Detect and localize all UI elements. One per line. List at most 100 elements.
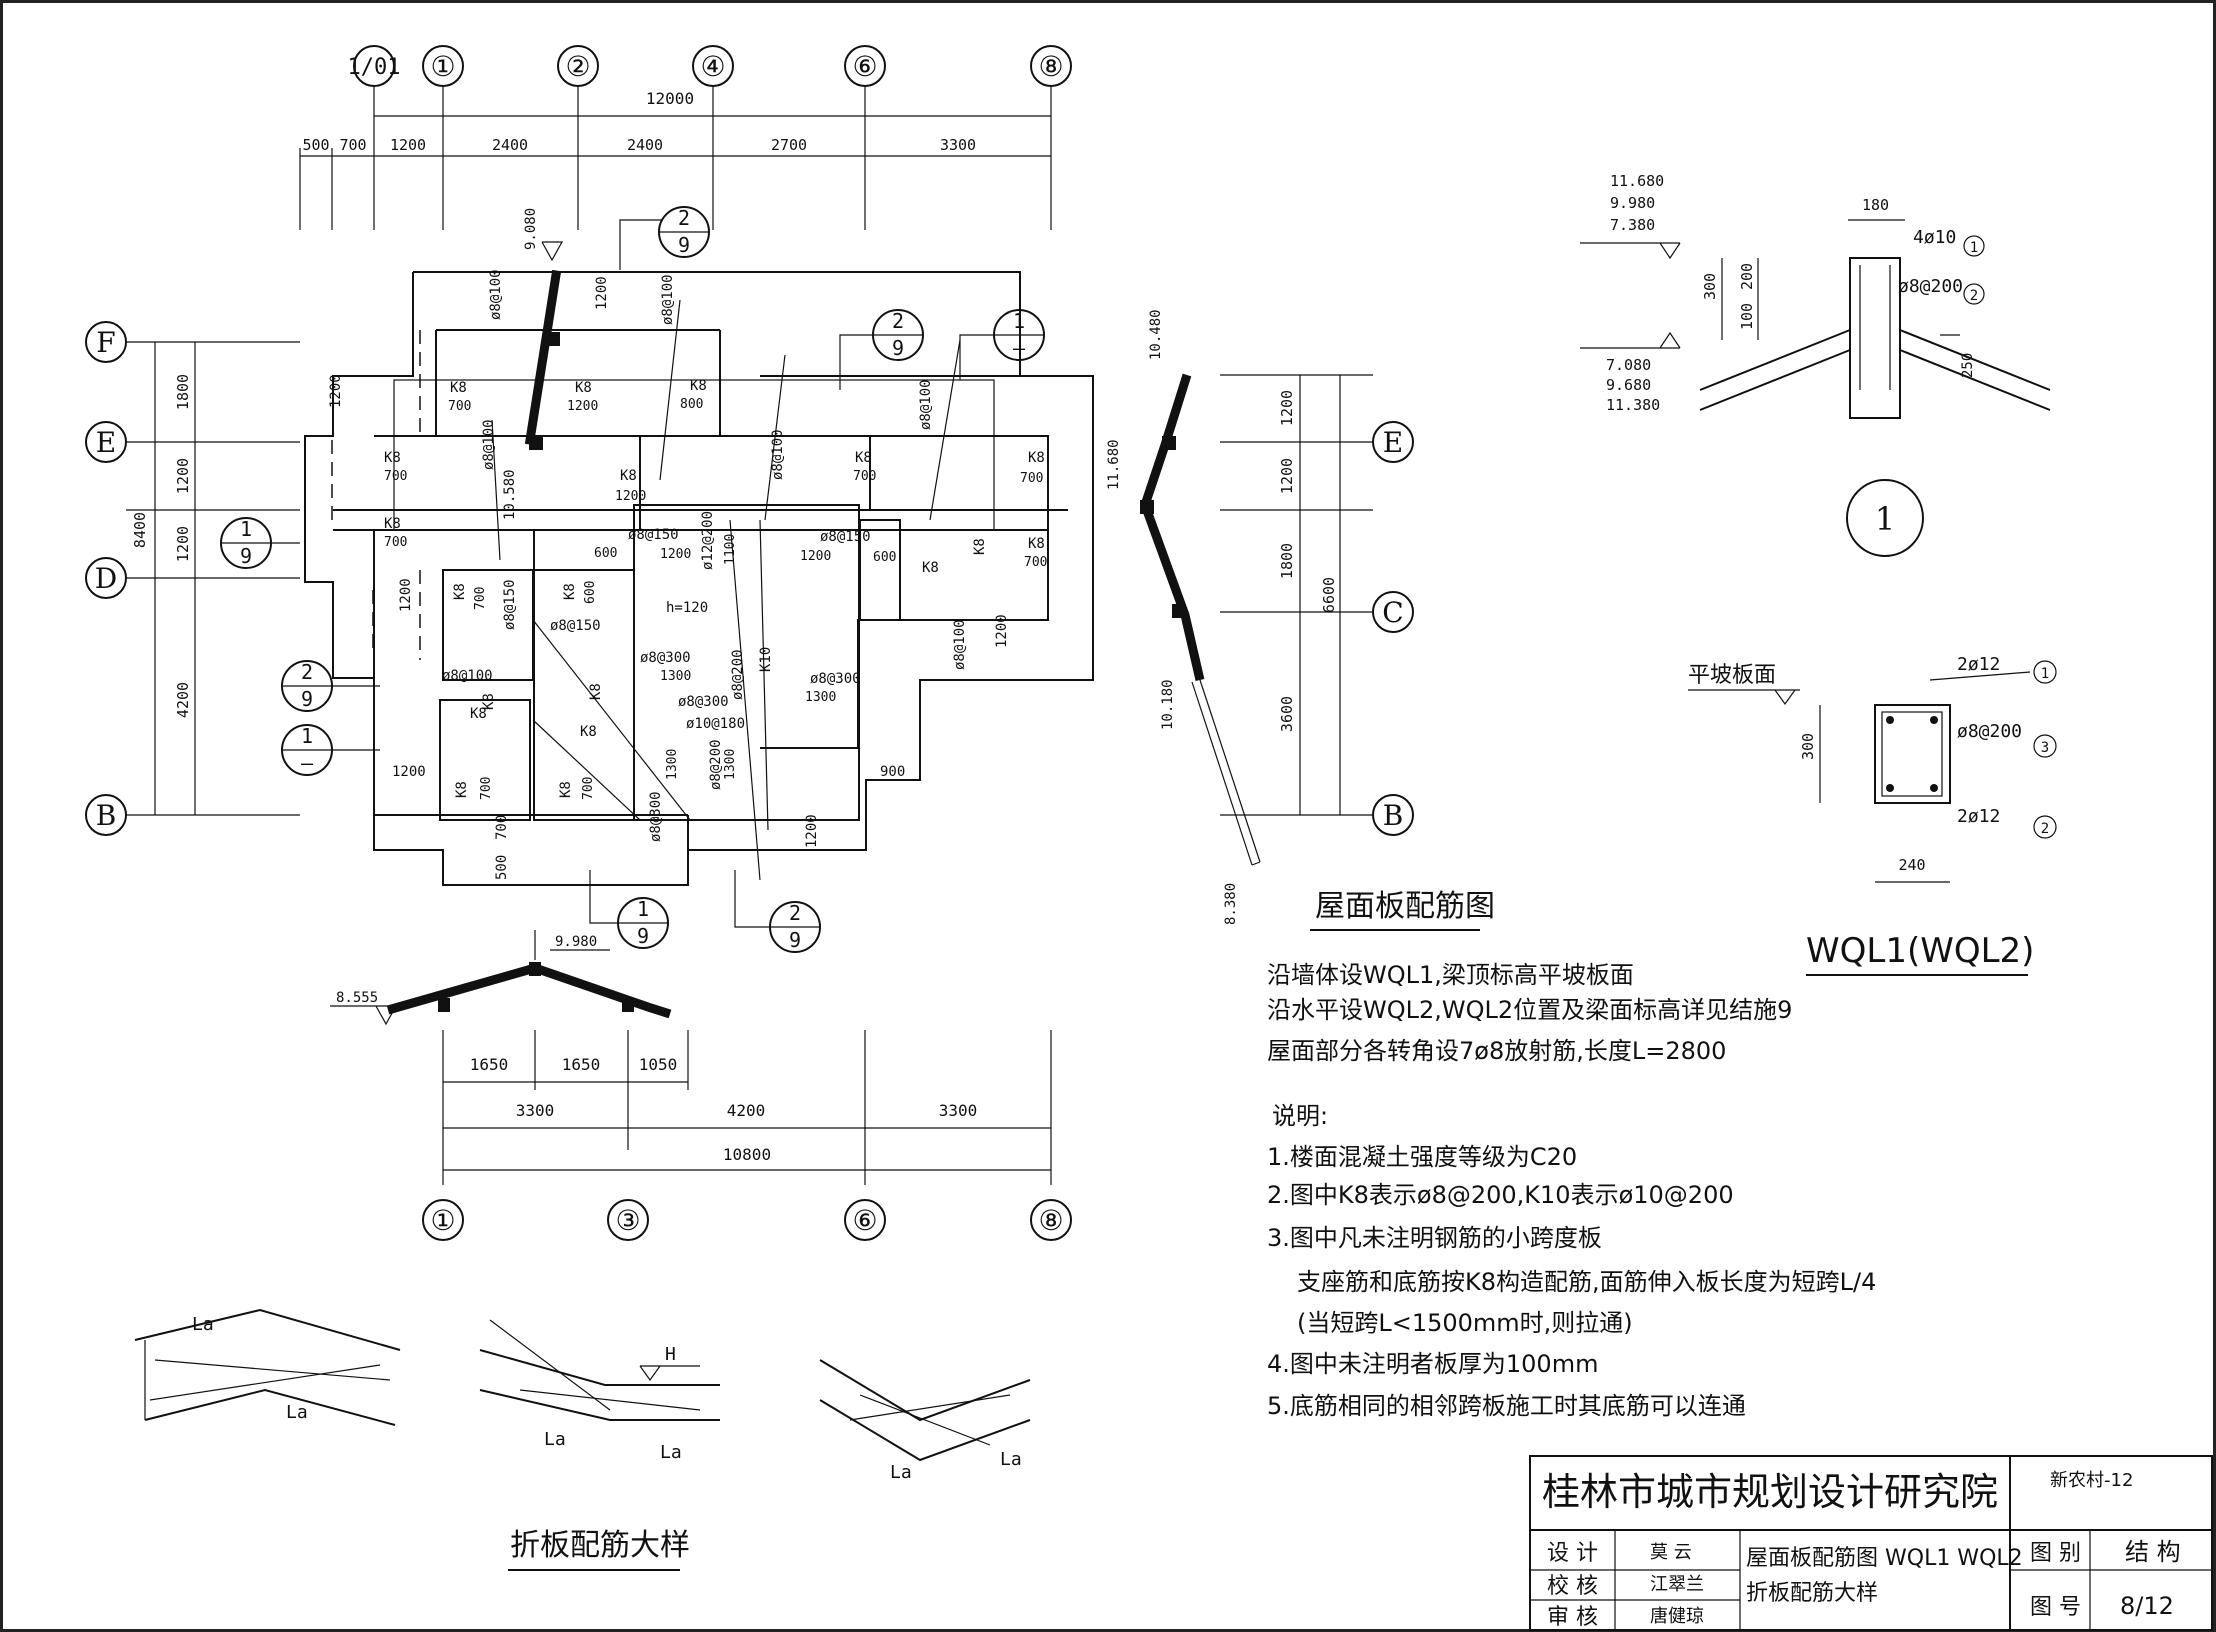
v700-label: 700: [494, 815, 510, 840]
k8-label: K8: [558, 781, 574, 798]
d1-bar1: 4ø10: [1913, 227, 1956, 248]
elev-side-mid: 11.680: [1106, 439, 1122, 490]
rebar-100-label: ø8@100: [770, 429, 786, 480]
callout-2-9-num: 2: [789, 901, 801, 925]
tb-name-design: 莫 云: [1650, 1542, 1692, 1563]
axis-top-4: ④: [700, 50, 725, 83]
v700-label: 700: [473, 587, 488, 610]
k8-label: K8: [1028, 450, 1045, 466]
callout-1-9-den: 9: [240, 544, 252, 568]
dim-bottom-sub-1: 1650: [562, 1055, 601, 1074]
plan-labels: K8 700 K8 1200 K8 800 K8 700 K8 1200 K8 …: [328, 269, 1047, 880]
tb-no-label: 图 号: [2030, 1595, 2081, 1620]
elev-side-top: 10.480: [1148, 309, 1164, 360]
k8-label: K8: [620, 468, 637, 484]
v700-label: 700: [479, 777, 494, 800]
rebar-100-label: ø8@100: [918, 379, 934, 430]
plan-outline: [304, 269, 1094, 886]
dim-top-total: 12000: [646, 89, 694, 108]
v600-label: 600: [594, 546, 617, 561]
d1-mk2: 2: [1970, 288, 1978, 304]
wql-h: 300: [1799, 733, 1817, 760]
elev-ridge-mid: 10.580: [502, 469, 518, 520]
fold-h: H: [665, 1344, 676, 1365]
dim-left-3: 4200: [174, 682, 192, 718]
note-top-2: 屋面部分各转角设7ø8放射筋,长度L=2800: [1267, 1037, 1726, 1065]
d1-elev-bot-0: 7.080: [1606, 356, 1651, 374]
wql-top-bar: 2ø12: [1957, 654, 2000, 675]
rebar-10-180-label: ø10@180: [686, 716, 745, 732]
callout-1-9-den: 9: [637, 924, 649, 948]
d1-elev-top-2: 7.380: [1610, 216, 1655, 234]
v1100-label: 1100: [723, 534, 738, 565]
note-1: 2.图中K8表示ø8@200,K10表示ø10@200: [1267, 1181, 1734, 1209]
axis-top-1-01: 1/01: [348, 55, 401, 80]
v1200-label: 1200: [800, 549, 831, 564]
rebar-300-label: ø8@300: [678, 694, 729, 710]
axis-top-6: ⑥: [852, 50, 877, 83]
dim-top-1: 700: [339, 136, 366, 154]
wql-title: WQL1(WQL2): [1806, 931, 2034, 971]
dim-left-0: 1800: [174, 374, 192, 410]
axis-left-F: F: [96, 326, 115, 359]
note-top-1: 沿水平设WQL2,WQL2位置及梁面标高详见结施9: [1267, 996, 1792, 1024]
dim-right-total: 6600: [1320, 577, 1338, 613]
d1-elev-top-0: 11.680: [1610, 172, 1664, 190]
rebar-300-label: ø8@300: [810, 671, 861, 687]
v600-label: 600: [873, 550, 896, 565]
axis-bottom-8: ⑧: [1038, 1204, 1063, 1237]
axis-bottom-6: ⑥: [852, 1204, 877, 1237]
rebar-150-label: ø8@150: [628, 527, 679, 543]
v1200-label: 1200: [328, 374, 344, 408]
front-elevation: 9.980 8.555: [330, 930, 672, 1026]
v700-label: 700: [1020, 471, 1043, 486]
v1200-label: 1200: [804, 814, 820, 848]
rebar-200-label: ø8@200: [730, 649, 746, 700]
dim-top-2: 1200: [390, 136, 426, 154]
k8-label: K8: [1028, 536, 1045, 552]
callout-2-9-den: 9: [301, 687, 313, 711]
k8-label: K8: [470, 706, 487, 722]
wql-section: 平坡板面 2ø12 1 ø8@200 3 2ø12 2 300 240 WQL1…: [1688, 654, 2057, 976]
notes-block: 屋面板配筋图 沿墙体设WQL1,梁顶标高平坡板面 沿水平设WQL2,WQL2位置…: [1267, 889, 1876, 1420]
top-axis-bubbles: 1/01 ① ② ④ ⑥ ⑧: [348, 45, 1072, 87]
rebar-100-label: ø8@100: [442, 668, 493, 684]
k8-label: K8: [855, 450, 872, 466]
rebar-100-label: ø8@100: [488, 269, 504, 320]
left-axis: F E D B 8400 1800 1200 1200 4200: [85, 321, 300, 836]
k8-label: K8: [690, 378, 707, 394]
callout-1-den: —: [1013, 336, 1026, 360]
d1-250: 250: [1960, 353, 1976, 378]
k8-label: K8: [454, 781, 470, 798]
note-top-0: 沿墙体设WQL1,梁顶标高平坡板面: [1267, 961, 1634, 989]
dim-right-3: 3600: [1278, 696, 1296, 732]
dim-top-0: 500: [302, 136, 329, 154]
tb-project: 新农村-12: [2050, 1470, 2133, 1491]
fold-la-1: La: [192, 1314, 214, 1335]
k10-label: K10: [758, 647, 774, 672]
wql-m2: 2: [2041, 821, 2049, 837]
elev-front-ridge: 9.980: [555, 934, 597, 950]
d1-300: 300: [1701, 273, 1719, 300]
fold-title: 折板配筋大样: [510, 1528, 690, 1563]
fold-la-2: La: [286, 1402, 308, 1423]
elev-side-bottom: 8.380: [1223, 883, 1239, 925]
rebar-12-200-label: ø12@200: [700, 511, 716, 570]
axis-top-1: ①: [430, 50, 455, 83]
v1300-label: 1300: [805, 690, 836, 705]
tb-role-check: 校 核: [1547, 1574, 1598, 1599]
dim-bottom-sub-0: 1650: [470, 1055, 509, 1074]
d1-label: 1: [1875, 500, 1895, 538]
callout-1-num: 1: [1013, 309, 1025, 333]
callout-2-9-num: 2: [678, 206, 690, 230]
note-2: 3.图中凡未注明钢筋的小跨度板: [1267, 1224, 1602, 1252]
wql-m1: 1: [2041, 666, 2049, 682]
tb-cat-label: 图 别: [2030, 1541, 2081, 1566]
dim-left-1: 1200: [174, 458, 192, 494]
note-4: (当短跨L<1500mm时,则拉通): [1297, 1309, 1633, 1337]
notes-heading: 说明:: [1272, 1102, 1328, 1130]
v700-label: 700: [581, 777, 596, 800]
v600-label: 600: [583, 581, 598, 604]
v700-label: 700: [853, 469, 876, 484]
v1200-label: 1200: [615, 489, 646, 504]
